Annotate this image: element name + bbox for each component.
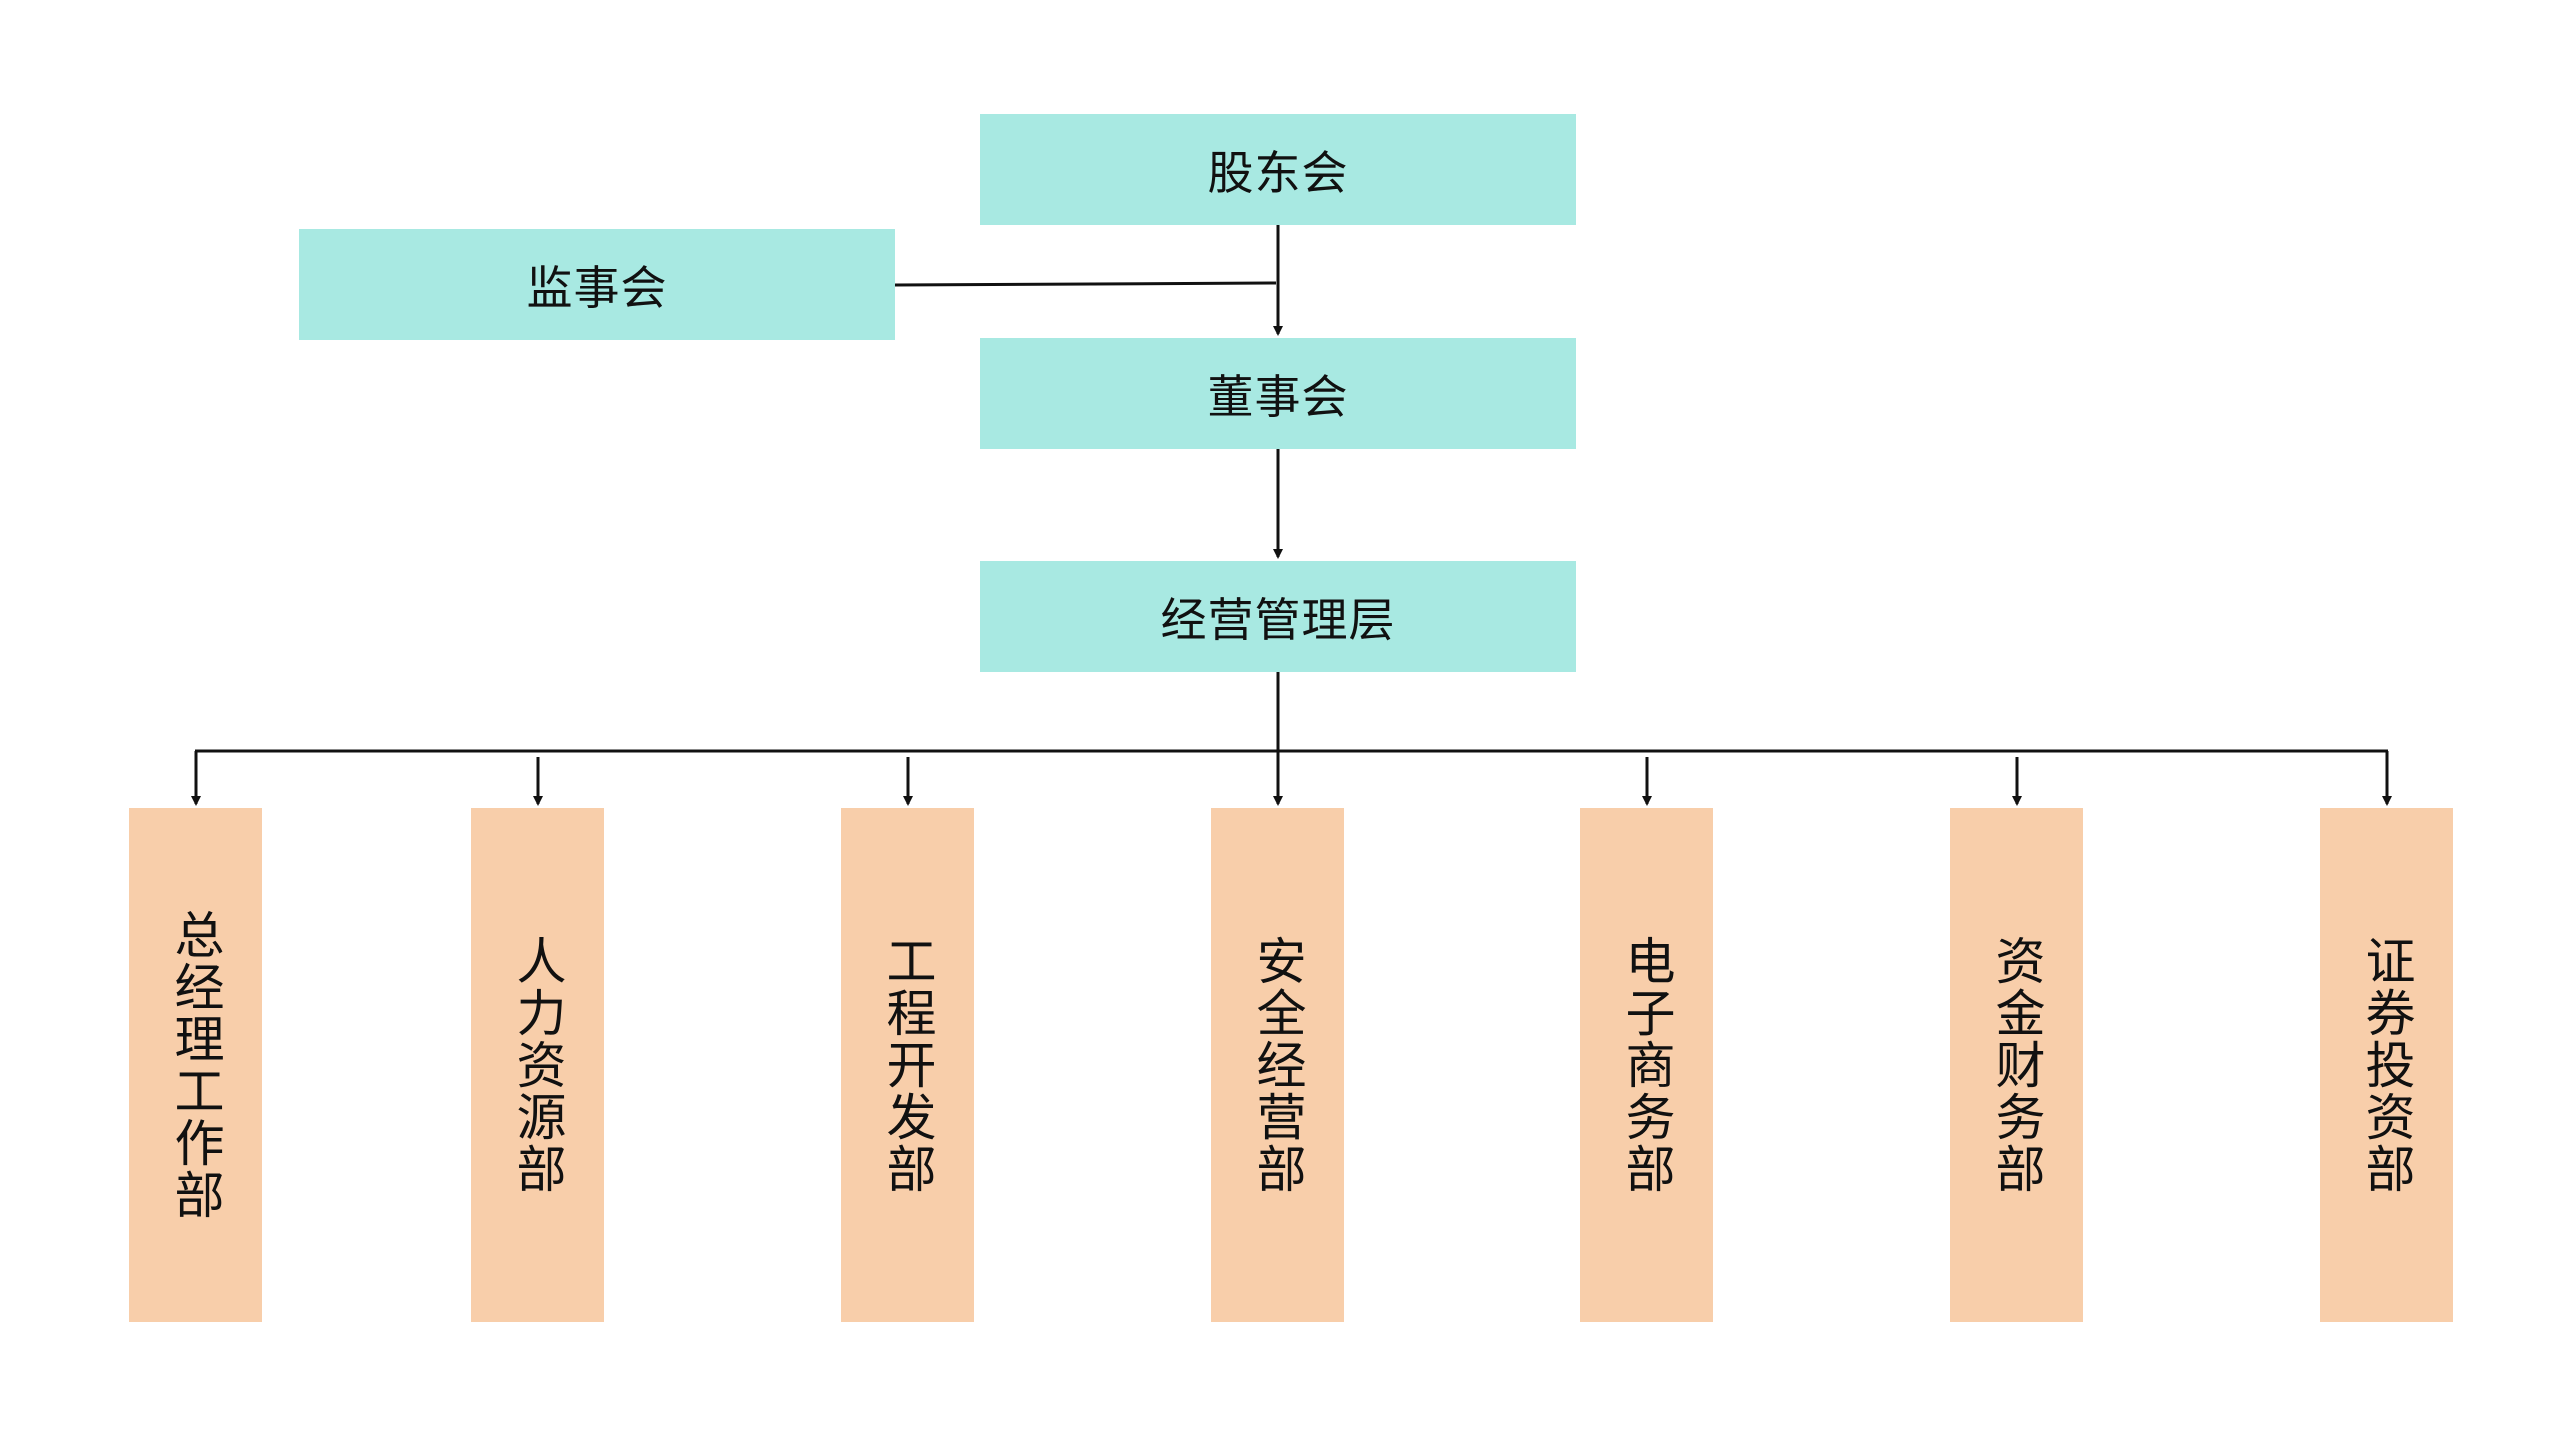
shareholders-label: 股东会 — [1207, 145, 1349, 200]
department-label: 人力资源部 — [508, 935, 567, 1195]
department-node: 人力资源部 — [471, 808, 604, 1322]
department-node: 工程开发部 — [841, 808, 974, 1322]
department-label: 证券投资部 — [2357, 935, 2416, 1195]
department-label: 安全经营部 — [1248, 935, 1307, 1195]
department-node: 资金财务部 — [1950, 808, 2083, 1322]
department-node: 总经理工作部 — [129, 808, 262, 1322]
management-node: 经营管理层 — [980, 561, 1576, 672]
board-node: 董事会 — [980, 338, 1576, 449]
shareholders-node: 股东会 — [980, 114, 1576, 225]
board-label: 董事会 — [1207, 369, 1349, 424]
management-label: 经营管理层 — [1160, 592, 1396, 647]
department-label: 资金财务部 — [1987, 935, 2046, 1195]
department-label: 工程开发部 — [878, 935, 937, 1195]
department-node: 安全经营部 — [1211, 808, 1344, 1322]
department-label: 电子商务部 — [1617, 935, 1676, 1195]
department-label: 总经理工作部 — [166, 909, 225, 1221]
supervisors-label: 监事会 — [526, 260, 668, 315]
department-node: 证券投资部 — [2320, 808, 2453, 1322]
department-node: 电子商务部 — [1580, 808, 1713, 1322]
supervisors-node: 监事会 — [299, 229, 895, 340]
connector-supervisors — [894, 281, 1277, 287]
